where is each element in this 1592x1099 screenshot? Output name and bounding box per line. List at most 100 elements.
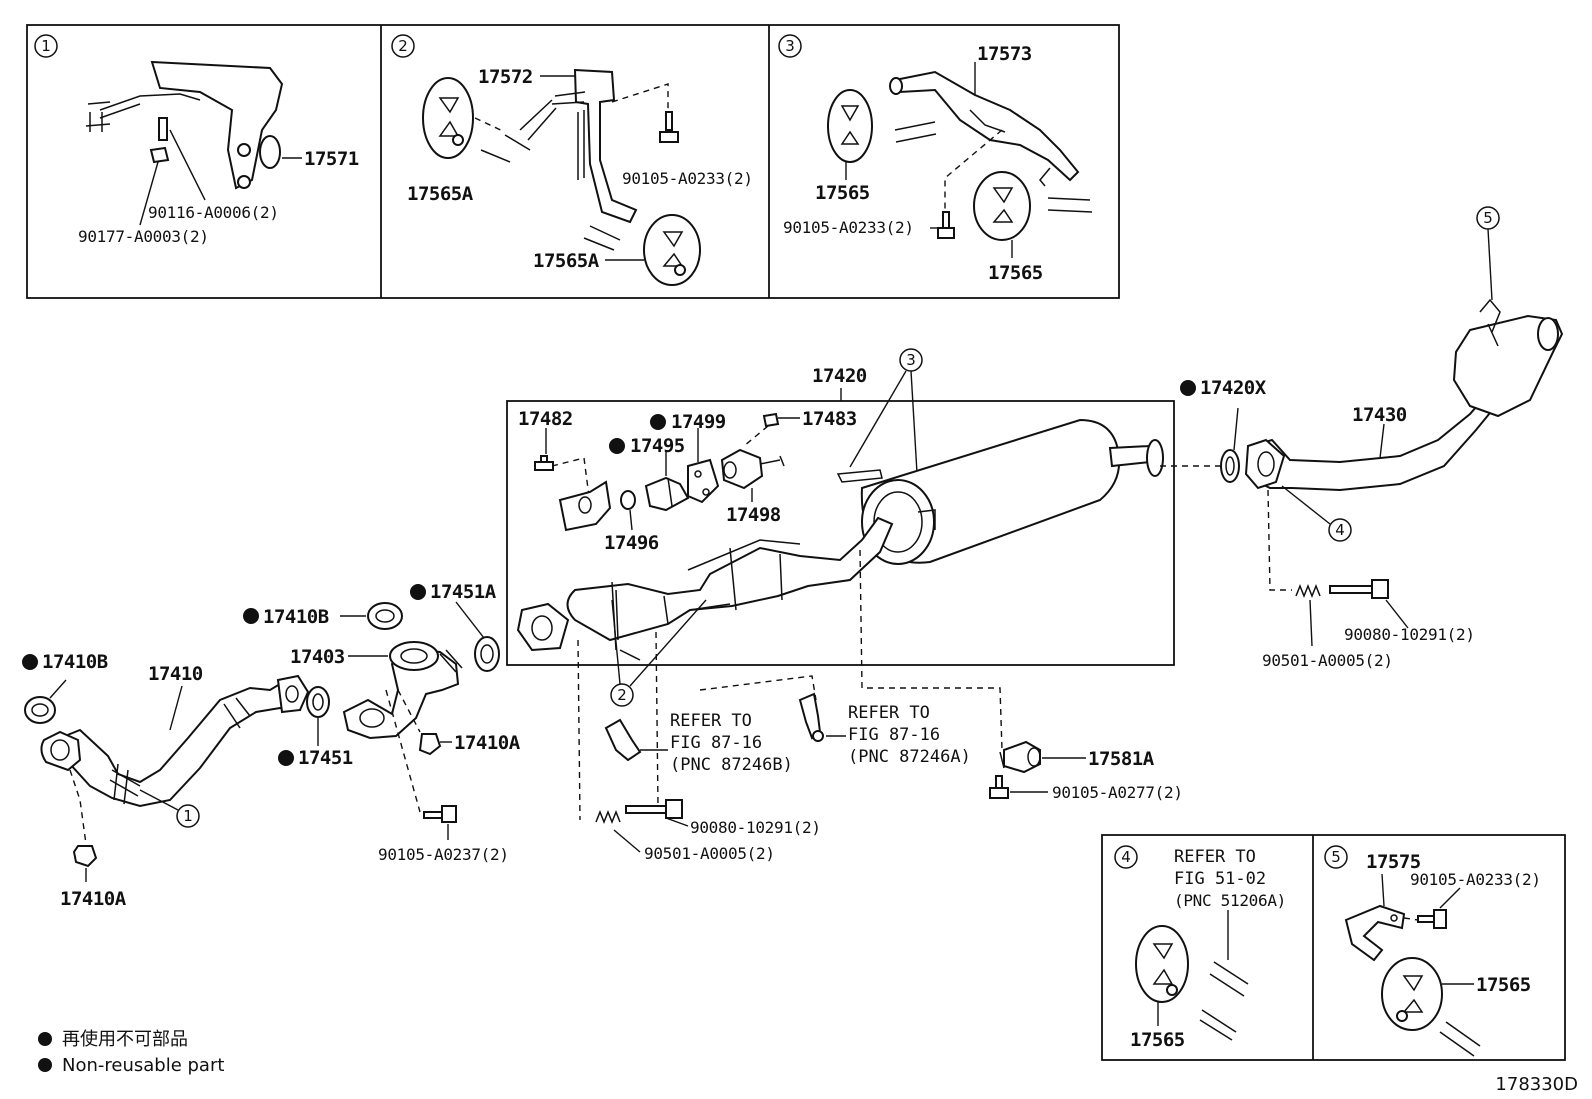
gasket-17451a-drawing bbox=[474, 636, 500, 672]
inset-5: 5 17575 90105-A0233(2) 17565 bbox=[1324, 845, 1541, 1057]
gasket-17410b-left-drawing bbox=[24, 696, 56, 724]
label-90116-a0006: 90116-A0006(2) bbox=[148, 203, 279, 222]
inset-4-number: 4 bbox=[1121, 848, 1131, 866]
label-17565-right: 17565 bbox=[988, 262, 1043, 284]
label-17496: 17496 bbox=[604, 532, 659, 554]
gasket-17420x-drawing bbox=[1220, 449, 1240, 483]
label-17410b-left: 17410B bbox=[42, 651, 108, 673]
non-reusable-dot-17420x bbox=[1180, 380, 1196, 396]
label-17430: 17430 bbox=[1352, 404, 1407, 426]
non-reusable-dot-17451a bbox=[410, 584, 426, 600]
bolt-90105-a0277-drawing bbox=[989, 775, 1009, 799]
label-90105-a0233-inset3: 90105-A0233(2) bbox=[783, 218, 914, 237]
callout-4: 4 bbox=[1335, 521, 1345, 539]
label-17565a-bottom: 17565A bbox=[533, 250, 600, 272]
bracket-17571-drawing bbox=[85, 60, 284, 190]
hose-87246a-drawing bbox=[798, 692, 824, 742]
label-17498: 17498 bbox=[726, 504, 781, 526]
insulator-17565a-bottom-drawing bbox=[583, 214, 701, 286]
gasket-17451-drawing bbox=[306, 686, 330, 718]
bolt-90105-inset5-drawing bbox=[1417, 909, 1447, 929]
label-17482: 17482 bbox=[518, 408, 573, 430]
legend-en-text: Non-reusable part bbox=[62, 1055, 224, 1076]
label-17495: 17495 bbox=[630, 435, 685, 457]
label-17410a-mid: 17410A bbox=[454, 732, 521, 754]
main-muffler-drawing bbox=[836, 418, 1164, 565]
part-17495-drawing bbox=[644, 476, 690, 512]
label-17571: 17571 bbox=[304, 148, 359, 170]
label-90105-a0233-inset5: 90105-A0233(2) bbox=[1410, 870, 1541, 889]
legend-dot-jp bbox=[38, 1032, 52, 1046]
part-17496-drawing bbox=[620, 490, 636, 510]
non-reusable-dot-17451 bbox=[278, 750, 294, 766]
insulator-17565-right-drawing bbox=[973, 171, 1093, 241]
part-17483-drawing bbox=[762, 412, 780, 428]
inset-2: 2 17572 17565A 90105-A0233(2) 1 bbox=[391, 34, 753, 286]
callout-5: 5 bbox=[1483, 209, 1493, 227]
non-reusable-dot-17410b-left bbox=[22, 654, 38, 670]
ref-a-line3: (PNC 87246A) bbox=[848, 747, 971, 767]
bottom-insets-frame bbox=[1101, 834, 1566, 1061]
hanger-17573-drawing bbox=[889, 70, 1080, 187]
insulator-17565a-top-drawing bbox=[422, 77, 511, 163]
legend-dot-en bbox=[38, 1058, 52, 1072]
bolt-90080-right-drawing bbox=[1329, 579, 1389, 599]
inset-1: 1 17571 90116-A0006(2) 90177-A0003(2) bbox=[34, 34, 359, 246]
ref-b-line1: REFER TO bbox=[670, 711, 752, 731]
callout-3: 3 bbox=[906, 351, 916, 369]
label-17565-inset5: 17565 bbox=[1476, 974, 1531, 996]
label-17420x: 17420X bbox=[1200, 377, 1267, 399]
label-17575: 17575 bbox=[1366, 851, 1421, 873]
label-90105-a0277: 90105-A0277(2) bbox=[1052, 783, 1183, 802]
part-17498-drawing bbox=[720, 448, 785, 490]
label-17573: 17573 bbox=[977, 43, 1032, 65]
label-17420: 17420 bbox=[812, 365, 867, 387]
catalytic-converter-drawing bbox=[566, 516, 894, 661]
label-17565a-top: 17565A bbox=[407, 183, 474, 205]
label-17403: 17403 bbox=[290, 646, 345, 668]
bolt-90080-mid-drawing bbox=[625, 799, 683, 819]
label-17410: 17410 bbox=[148, 663, 203, 685]
pipe-17403-drawing bbox=[342, 641, 463, 740]
diagram-id: 178330D bbox=[1495, 1074, 1578, 1095]
callout-2: 2 bbox=[617, 686, 627, 704]
ref-b-line3: (PNC 87246B) bbox=[670, 755, 793, 775]
non-reusable-dot-17499 bbox=[650, 414, 666, 430]
label-90080-right: 90080-10291(2) bbox=[1344, 625, 1475, 644]
front-pipe-17410-drawing bbox=[40, 674, 310, 808]
label-17483: 17483 bbox=[802, 408, 857, 430]
non-reusable-dot-17410b-top bbox=[243, 608, 259, 624]
label-17451: 17451 bbox=[298, 747, 353, 769]
non-reusable-dot-17495 bbox=[609, 438, 625, 454]
spring-90501-right-drawing bbox=[1295, 583, 1321, 599]
legend-jp-text: 再使用不可部品 bbox=[62, 1029, 188, 1050]
ref-b-line2: FIG 87-16 bbox=[670, 733, 762, 753]
inset-5-number: 5 bbox=[1331, 848, 1341, 866]
hanger-17572-drawing bbox=[504, 68, 638, 224]
label-90501-mid: 90501-A0005(2) bbox=[644, 844, 775, 863]
label-17572: 17572 bbox=[478, 66, 533, 88]
label-90501-right: 90501-A0005(2) bbox=[1262, 651, 1393, 670]
part-17482-drawing bbox=[534, 455, 554, 471]
label-17565-inset4: 17565 bbox=[1130, 1029, 1185, 1051]
bolt-90105-a0237-drawing bbox=[423, 805, 457, 823]
sensor-17581a-drawing bbox=[999, 740, 1041, 774]
inset-2-number: 2 bbox=[398, 37, 408, 55]
label-17451a: 17451A bbox=[430, 581, 497, 603]
hose-87246b-drawing bbox=[604, 718, 642, 762]
inset-4-ref-line3: (PNC 51206A) bbox=[1174, 891, 1286, 910]
flange-drawing bbox=[516, 602, 570, 652]
inset-4-ref-line1: REFER TO bbox=[1174, 847, 1256, 867]
legend: 再使用不可部品 Non-reusable part bbox=[38, 1029, 224, 1076]
top-insets-frame bbox=[26, 24, 1120, 299]
ref-a-line1: REFER TO bbox=[848, 703, 930, 723]
ref-a-line2: FIG 87-16 bbox=[848, 725, 940, 745]
tail-pipe-17430-drawing bbox=[1244, 298, 1564, 492]
spring-90501-mid-drawing bbox=[595, 809, 621, 825]
nut-17410a-mid-drawing bbox=[418, 733, 442, 756]
bolt-90105-drawing bbox=[611, 83, 679, 143]
label-17410b-top: 17410B bbox=[263, 606, 329, 628]
label-90177-a0003: 90177-A0003(2) bbox=[78, 227, 209, 246]
insulator-17565-inset4-drawing bbox=[1135, 925, 1249, 1041]
